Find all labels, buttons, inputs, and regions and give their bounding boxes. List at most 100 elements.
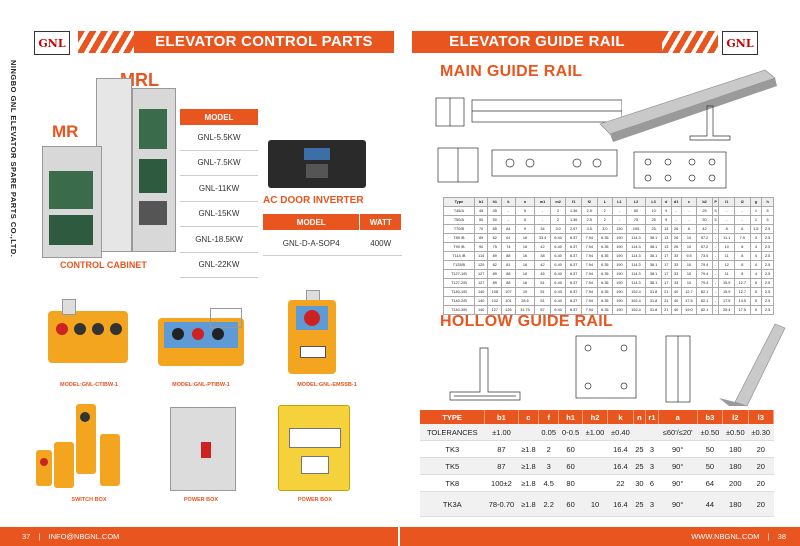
spec-cell: 190	[612, 242, 627, 252]
spec-cell: 2.5	[761, 260, 774, 270]
spec-cell: 17	[660, 251, 672, 261]
spec-cell: 33	[670, 251, 682, 261]
spec-cell: 6.37	[565, 242, 582, 252]
spec-cell: -	[680, 215, 698, 225]
hollow-cell: 180	[722, 457, 748, 475]
spec-header-cell: L	[596, 197, 614, 207]
spec-cell: 73.0	[696, 251, 713, 261]
hollow-cell: 3	[645, 440, 659, 458]
spec-cell: 2.5	[761, 233, 774, 243]
spec-cell: -	[711, 296, 720, 306]
spec-cell: 40	[670, 296, 682, 306]
spec-cell: 7.94	[580, 251, 598, 261]
spec-cell: -	[711, 287, 720, 297]
rail-profile-drawing	[689, 105, 731, 141]
spec-cell: 9	[660, 215, 672, 225]
spec-cell: 17.5	[733, 305, 751, 315]
spec-cell: 5	[514, 215, 536, 225]
hollow-cell: 25	[633, 491, 646, 517]
spec-cell: 190	[612, 233, 627, 243]
spec-cell: T70/B	[443, 224, 475, 234]
spec-cell: 130	[612, 224, 627, 234]
hollow-cell	[633, 424, 646, 441]
spec-cell: 2.5	[761, 269, 774, 279]
spec-cell: 9	[660, 206, 672, 216]
spec-cell: 10	[680, 242, 698, 252]
spec-cell: 57.2	[696, 242, 713, 252]
hollow-cell: 16.4	[607, 457, 634, 475]
spec-cell: T50/A	[443, 215, 475, 225]
spec-cell: 102	[487, 296, 503, 306]
hollow-cell: 44	[697, 491, 723, 517]
hollow-cell: TK3	[420, 440, 485, 458]
spec-header-cell: d	[660, 197, 672, 207]
spec-cell: 2.5	[761, 296, 774, 306]
hollow-guide-rail-title: HOLLOW GUIDE RAIL	[440, 313, 614, 330]
spec-cell: 190	[612, 305, 627, 315]
footer-page-number-left: 37	[22, 532, 31, 541]
spec-cell: 25.4	[718, 305, 735, 315]
spec-cell: 4	[749, 260, 763, 270]
spec-header-cell: L3	[645, 197, 662, 207]
spec-cell: 38.1	[645, 242, 662, 252]
model-row: GNL-15KW	[180, 201, 258, 227]
spec-cell: 6.37	[565, 287, 582, 297]
hollow-cell: TK5	[420, 457, 485, 475]
spec-cell: 16	[514, 278, 536, 288]
spec-cell: 2.5	[761, 305, 774, 315]
spec-cell: 33	[670, 260, 682, 270]
mr-cabinet	[42, 146, 102, 258]
spec-cell: 101	[501, 296, 516, 306]
spec-cell: 5	[749, 296, 763, 306]
hollow-cell: 90°	[658, 474, 698, 492]
spec-cell: 15.9	[718, 287, 735, 297]
spec-cell: T125/B	[443, 260, 475, 270]
model-row: GNL-11KW	[180, 175, 258, 202]
spec-cell: 8	[733, 251, 751, 261]
hollow-cell: 90°	[658, 457, 698, 475]
spec-cell: 45	[534, 269, 551, 279]
spec-cell: 33.4	[534, 233, 551, 243]
spec-cell: -	[711, 251, 720, 261]
spec-cell: 6.40	[549, 269, 567, 279]
spec-cell: 38.1	[645, 260, 662, 270]
hollow-cell	[582, 474, 608, 492]
spec-cell: 127	[473, 269, 489, 279]
spec-cell: 108	[487, 287, 503, 297]
spec-cell: -	[534, 215, 551, 225]
hollow-header-cell: l2	[722, 410, 749, 424]
hollow-cell: 3	[538, 457, 559, 475]
hollow-cell: 10	[582, 491, 608, 517]
hollow-header-cell: b3	[697, 410, 724, 424]
spec-cell: 2.5	[761, 242, 774, 252]
spec-cell: -	[733, 206, 751, 216]
spec-cell: 190	[612, 287, 627, 297]
spec-header-cell: f1	[565, 197, 582, 207]
spec-cell: 2	[549, 215, 567, 225]
spec-cell: -	[711, 269, 720, 279]
spec-cell: 5	[749, 278, 763, 288]
spec-cell: 5	[711, 215, 720, 225]
hollow-cell: 25	[633, 440, 646, 458]
spec-cell: 25	[645, 224, 662, 234]
spec-cell: 6.37	[565, 278, 582, 288]
spec-header-cell: L1	[612, 197, 627, 207]
spec-cell: 70	[473, 224, 489, 234]
footer-email: INFO@NBGNL.COM	[48, 532, 120, 541]
spec-cell: 6.37	[565, 233, 582, 243]
spec-cell: -	[711, 305, 720, 315]
spec-cell: 4	[749, 251, 763, 261]
spec-cell: 140	[473, 296, 489, 306]
spec-cell: 4	[749, 269, 763, 279]
spec-cell: 190	[612, 260, 627, 270]
spec-cell: 3	[749, 233, 763, 243]
spec-cell: 2.5	[761, 251, 774, 261]
spec-cell: 25	[696, 206, 713, 216]
spec-cell: 45	[487, 206, 503, 216]
